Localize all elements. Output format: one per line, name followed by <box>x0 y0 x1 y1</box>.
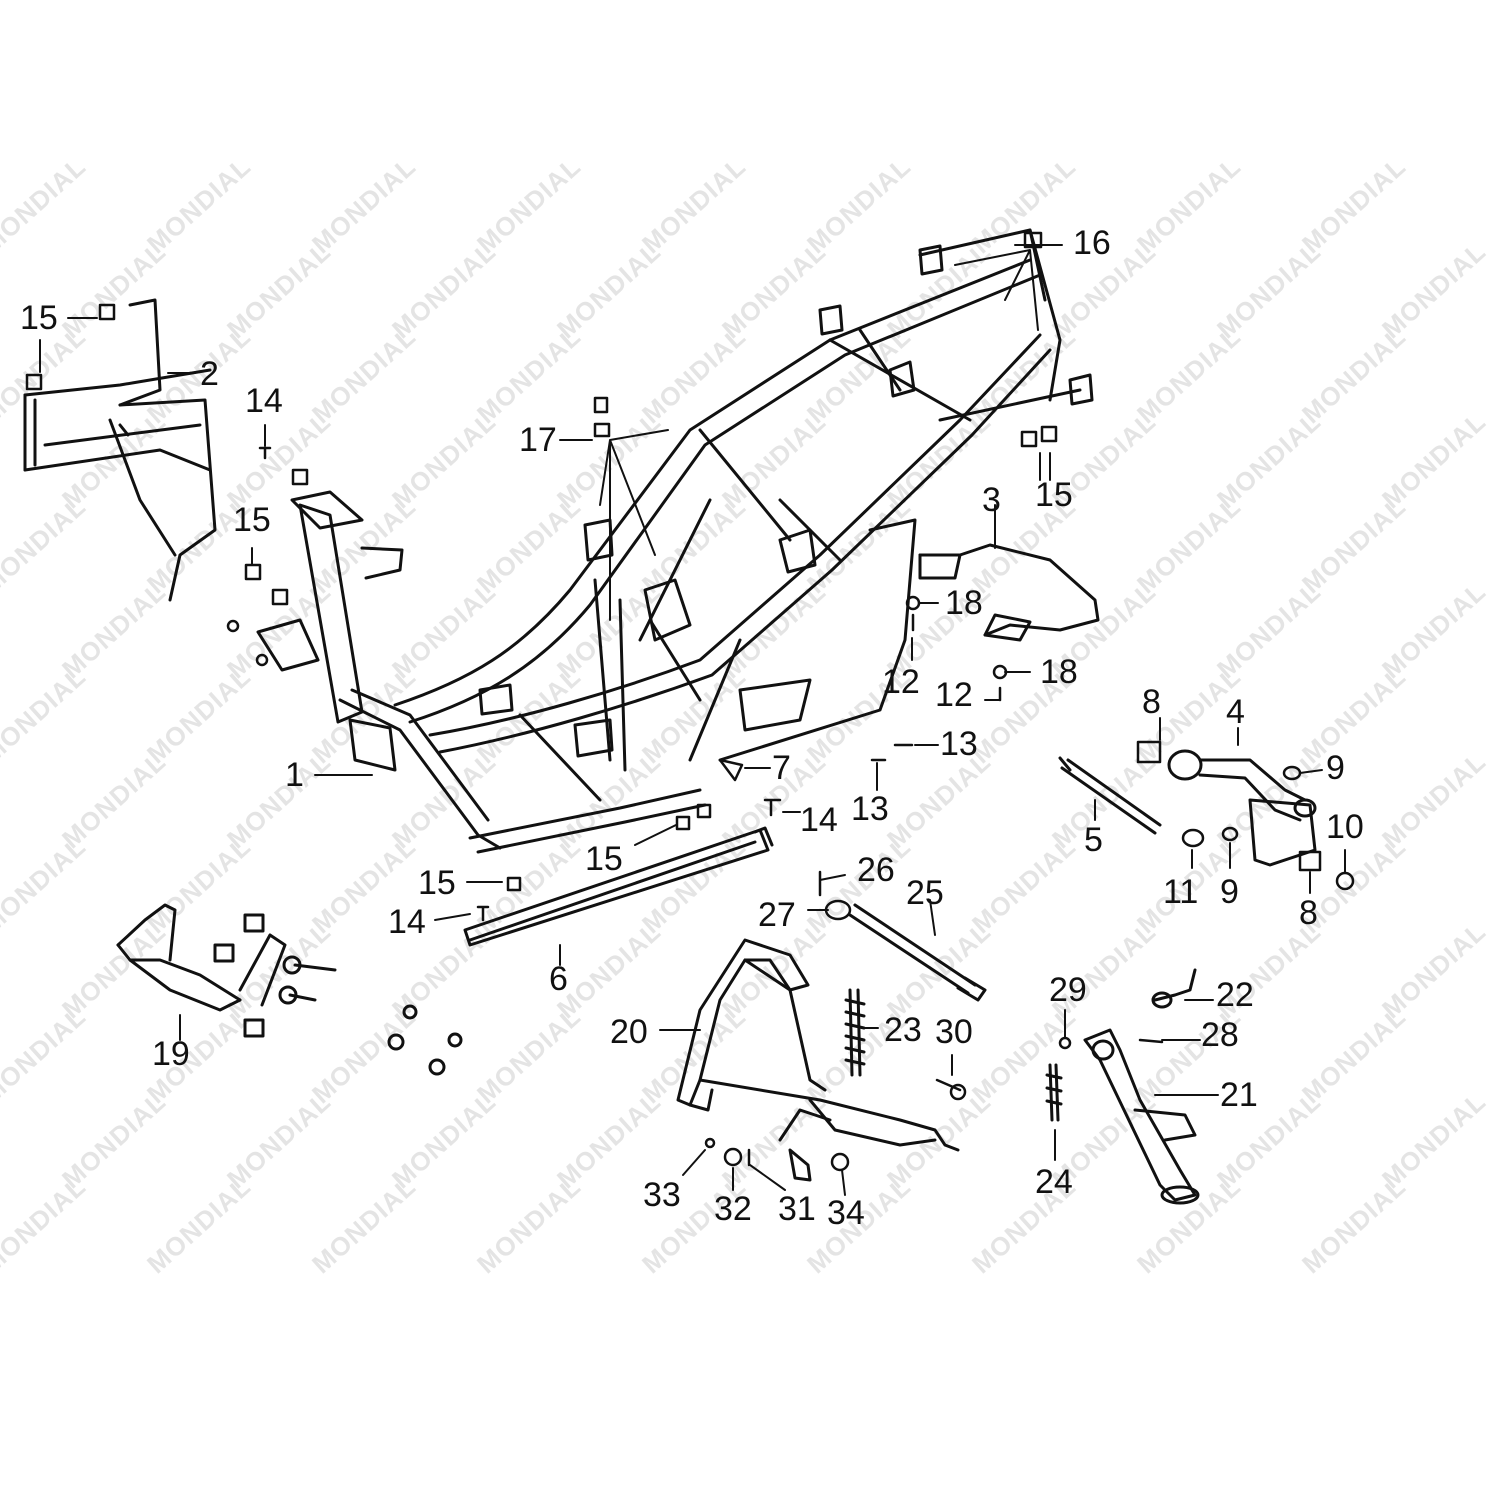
callout-25: 25 <box>906 874 944 912</box>
callout-28: 28 <box>1201 1016 1239 1054</box>
callout-29: 29 <box>1049 971 1087 1009</box>
callout-10: 10 <box>1326 808 1364 846</box>
center-stand-20 <box>676 938 960 1182</box>
loose-nuts <box>387 1004 463 1076</box>
side-rail-6 <box>463 826 774 947</box>
rear-carrier <box>23 298 217 602</box>
callout-15b: 15 <box>233 501 271 539</box>
lower-bracket-19 <box>116 903 337 1038</box>
callout-9b: 9 <box>1220 873 1239 911</box>
callout-26: 26 <box>857 851 895 889</box>
callout-24: 24 <box>1035 1163 1073 1201</box>
callout-3: 3 <box>982 481 1001 519</box>
callout-21: 21 <box>1220 1076 1258 1114</box>
callout-5: 5 <box>1084 821 1103 859</box>
spring-24 <box>1045 1063 1063 1122</box>
callout-19: 19 <box>152 1035 190 1073</box>
engine-mount-4 <box>1167 749 1317 867</box>
callout-11: 11 <box>1163 873 1199 911</box>
callout-30: 30 <box>935 1013 973 1051</box>
callout-14c: 14 <box>388 903 426 941</box>
callout-33: 33 <box>643 1176 681 1214</box>
callout-27: 27 <box>758 896 796 934</box>
callout-6: 6 <box>549 960 568 998</box>
callout-32: 32 <box>714 1190 752 1228</box>
callout-34: 34 <box>827 1194 865 1232</box>
callout-8a: 8 <box>1142 683 1161 721</box>
footrest-bracket-3 <box>918 543 1100 642</box>
callout-13b: 13 <box>851 790 889 828</box>
callout-13a: 13 <box>940 725 978 763</box>
callout-15c: 15 <box>1035 476 1073 514</box>
callout-14b: 14 <box>800 801 838 839</box>
callout-12a: 12 <box>882 663 920 701</box>
main-frame <box>256 228 1094 854</box>
callout-15d: 15 <box>585 840 623 878</box>
pivot-shaft-25 <box>848 903 987 1002</box>
callout-23: 23 <box>884 1011 922 1049</box>
callout-8b: 8 <box>1299 894 1318 932</box>
callout-18b: 18 <box>1040 653 1078 691</box>
mount-bolt-5 <box>1058 756 1162 835</box>
leader-lines <box>39 244 1346 1196</box>
callout-16: 16 <box>1073 224 1111 262</box>
callout-15e: 15 <box>418 864 456 902</box>
sensor-22 <box>1151 968 1197 1009</box>
callout-31: 31 <box>778 1190 816 1228</box>
spring-23 <box>844 988 866 1077</box>
callout-18a: 18 <box>945 584 983 622</box>
callout-1: 1 <box>285 756 304 794</box>
fasteners <box>25 231 1355 1172</box>
callout-15a: 15 <box>20 299 58 337</box>
callout-2: 2 <box>200 355 219 393</box>
callout-17: 17 <box>519 421 557 459</box>
callout-20: 20 <box>610 1013 648 1051</box>
callout-4: 4 <box>1226 693 1245 731</box>
side-stand-21 <box>1083 1028 1200 1205</box>
callout-14a: 14 <box>245 382 283 420</box>
callout-12b: 12 <box>935 676 973 714</box>
callout-22: 22 <box>1216 976 1254 1014</box>
callout-7: 7 <box>772 749 791 787</box>
callout-9a: 9 <box>1326 749 1345 787</box>
